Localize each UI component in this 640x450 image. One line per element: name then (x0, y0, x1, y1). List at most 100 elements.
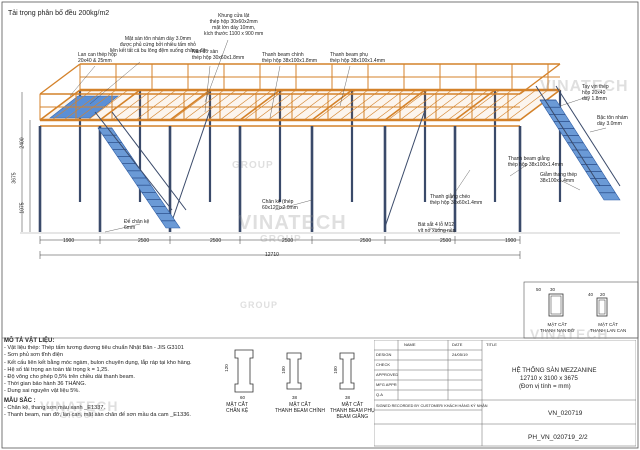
callout-beam-chinh: Thanh beam chính thép hộp 38x100x1.8mm (262, 52, 318, 64)
floor-joist (375, 89, 417, 121)
tb-title-line2: 12710 x 3100 x 3675 (520, 375, 578, 382)
floor-joist (207, 89, 249, 121)
watermark-text: VINATECH (40, 398, 119, 414)
section-lan-can-dim-a: 40 (588, 292, 594, 297)
floor-joist (63, 89, 105, 121)
notes-item: - Dung sai nguyên vật liệu 5%. (4, 388, 80, 395)
tb-code: VN_020719 (548, 410, 583, 417)
floor-joist (315, 89, 357, 121)
callout-beam-giang: Thanh beam giằng thép hộp 38x100x1.4mm (508, 156, 564, 168)
section-beam-phu-label: MẶT CẮT THANH BEAM PHỤ BEAM GIẰNG (330, 402, 375, 420)
callout-leader (204, 65, 211, 113)
tb-design-date: 24/05/19 (452, 352, 468, 357)
dim-height: 3675 (11, 172, 18, 184)
cross-beam (239, 89, 281, 121)
title-block-grid (374, 340, 636, 447)
stair-left-handrail (111, 111, 187, 211)
notes-item: - Chân kệ, thang sơn màu xanh _E1337. (4, 404, 106, 411)
floor-joist (195, 89, 237, 121)
watermark-text: GROUP (60, 410, 99, 420)
callout-leader (269, 65, 281, 119)
floor-joist (255, 89, 297, 121)
notes-title-materials: MÔ TẢ VẬT LIỆU: (4, 338, 55, 344)
watermark-text: VINATECH (238, 212, 347, 234)
floor-joist (351, 89, 393, 121)
dim-6: 2500 (440, 238, 452, 244)
callout-lan-can: Lan can thép hộp 20x40 & 25mm (78, 52, 117, 64)
floor-joist (123, 89, 165, 121)
floor-joist (99, 89, 141, 121)
floor-joist (279, 89, 321, 121)
callout-bat-sat: Bát sắt 4 lỗ M12 vít nở xuống nền (418, 222, 456, 234)
floor-joist (231, 89, 273, 121)
tb-row-qa: Q.A (376, 392, 383, 397)
dim-5: 2500 (360, 238, 372, 244)
notes-item: - Thời gian bảo hành 36 THÁNG. (4, 381, 87, 388)
tb-row-approved: APPROVED (376, 372, 399, 377)
dim-total: 12710 (265, 252, 279, 258)
cross-beam (311, 89, 353, 121)
callout-giang-cheo: Thanh giằng chéo thép hộp 30x60x1.4mm (430, 194, 483, 206)
dim-v3: 1075 (19, 202, 26, 214)
floor-joist (171, 89, 213, 121)
stair-right-handrail (535, 85, 601, 187)
cross-brace (384, 109, 426, 228)
floor-joist (183, 89, 225, 121)
material-notes: MÔ TẢ VẬT LIỆU: - Vật liệu thép: Thép tấ… (4, 338, 226, 419)
section-lan-can-dim-b: 20 (600, 292, 606, 297)
dim-3: 2500 (210, 238, 222, 244)
callout-leader (559, 95, 591, 107)
floor-joist (135, 89, 177, 121)
floor-joist (291, 89, 333, 121)
callout-leader (449, 169, 471, 201)
floor-joist (447, 89, 489, 121)
callout-mat-san: Mặt sàn tôn nhám dày 3.0mm được phủ cứng… (110, 36, 206, 54)
section-beam-phu-dim-b: 38 (345, 395, 351, 400)
callout-leader (89, 61, 141, 105)
callout-chan-ke: Chân kệ (thép 60x120)x2.0mm (262, 199, 298, 211)
section-beam-chinh-label: MẶT CẮT THANH BEAM CHÍNH (275, 402, 326, 414)
notes-item: - Sơn phủ sơn tĩnh điện (4, 352, 63, 359)
callout-leader (509, 163, 529, 177)
notes-item: - Hệ số tải trọng an toàn tải trọng k = … (4, 366, 109, 373)
floor-joist (111, 89, 153, 121)
dim-4: 2500 (282, 238, 294, 244)
callout-leader (589, 127, 607, 133)
cross-beam (454, 89, 496, 121)
watermark-text: GROUP (260, 234, 302, 245)
floor-joist (459, 89, 501, 121)
section-chan-ke-dim-a: 120 (223, 364, 229, 372)
tb-col-name: NAME (404, 342, 416, 347)
section-details-top (548, 293, 608, 317)
dim-1: 1900 (63, 238, 75, 244)
floor-joist (51, 89, 93, 121)
tb-col-date: DATE (452, 342, 463, 347)
floor-joist (87, 89, 129, 121)
section-details-bottom (234, 349, 355, 393)
callout-beam-phu: Thanh beam phụ thép hộp 38x100x1.4mm (330, 52, 386, 64)
tb-row-design: DESIGN (376, 352, 392, 357)
cross-beam (169, 89, 211, 121)
stair-right-handrail (555, 85, 621, 187)
section-lan-can-label: MẶT CẮT THANH LAN CAN (590, 322, 627, 333)
watermark-text: VINATECH (540, 78, 629, 95)
callout-khung-cua-lat: Khung cửa lật thép hộp 30x60x2mm mặt lớn… (204, 13, 264, 37)
load-note: Tải trọng phân bố đều 200kg/m2 (8, 10, 110, 17)
callout-bac-ton: Bậc tôn nhám dày 3.0mm (597, 115, 628, 127)
floor-joist (399, 89, 441, 121)
callout-de-chan-ke: Đế chân kệ 6mm (124, 219, 150, 231)
mezzanine-3d-drawing (20, 39, 621, 259)
floor-joist (159, 89, 201, 121)
floor-joist (303, 89, 345, 121)
tb-signed: SIGNED RECORDED BY CUSTOMER/ KHÁCH HÀNG … (376, 404, 488, 408)
section-beam-phu-dim-a: 100 (332, 366, 338, 374)
floor-joist (387, 89, 429, 121)
floor-joist (147, 89, 189, 121)
floor-joist (339, 89, 381, 121)
notes-item: - Thanh beam, nan đỡ, lan can, mặt sàn c… (4, 412, 191, 419)
callout-giam-thang: Giằm thang thép 38x100x1.4mm (540, 172, 577, 184)
floor-joist (435, 89, 477, 121)
floor-joist (267, 89, 309, 121)
